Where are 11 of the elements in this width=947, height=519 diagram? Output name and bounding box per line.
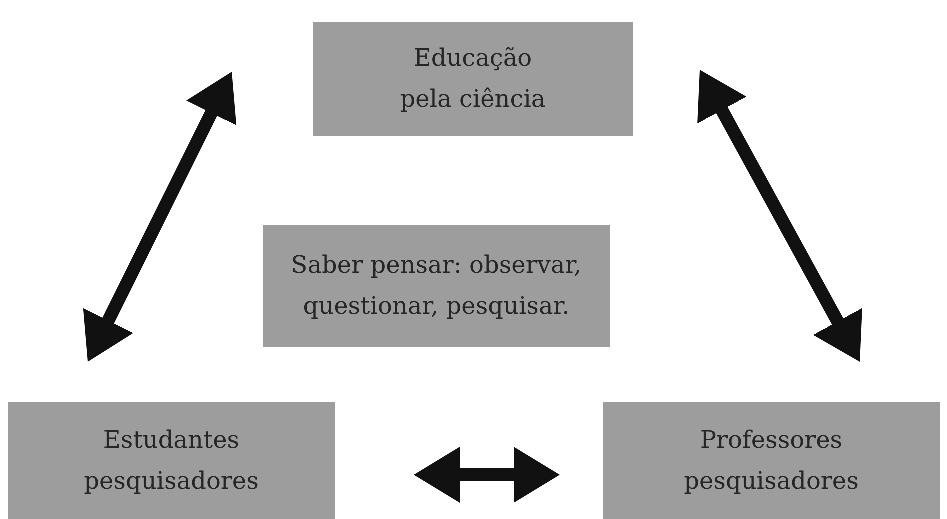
box-label: Estudantes pesquisadores bbox=[83, 424, 260, 496]
process-box bbox=[8, 402, 335, 519]
double-arrow bbox=[414, 447, 560, 503]
process-box bbox=[313, 22, 633, 136]
double-arrow bbox=[83, 72, 237, 362]
process-box bbox=[603, 402, 940, 519]
box-label: Professores pesquisadores bbox=[683, 424, 860, 496]
process-box bbox=[263, 225, 610, 347]
box-label: Saber pensar: observar, questionar, pesquisar. bbox=[290, 250, 583, 322]
box-label: Educação pela ciência bbox=[399, 43, 547, 115]
double-arrow bbox=[698, 70, 862, 362]
